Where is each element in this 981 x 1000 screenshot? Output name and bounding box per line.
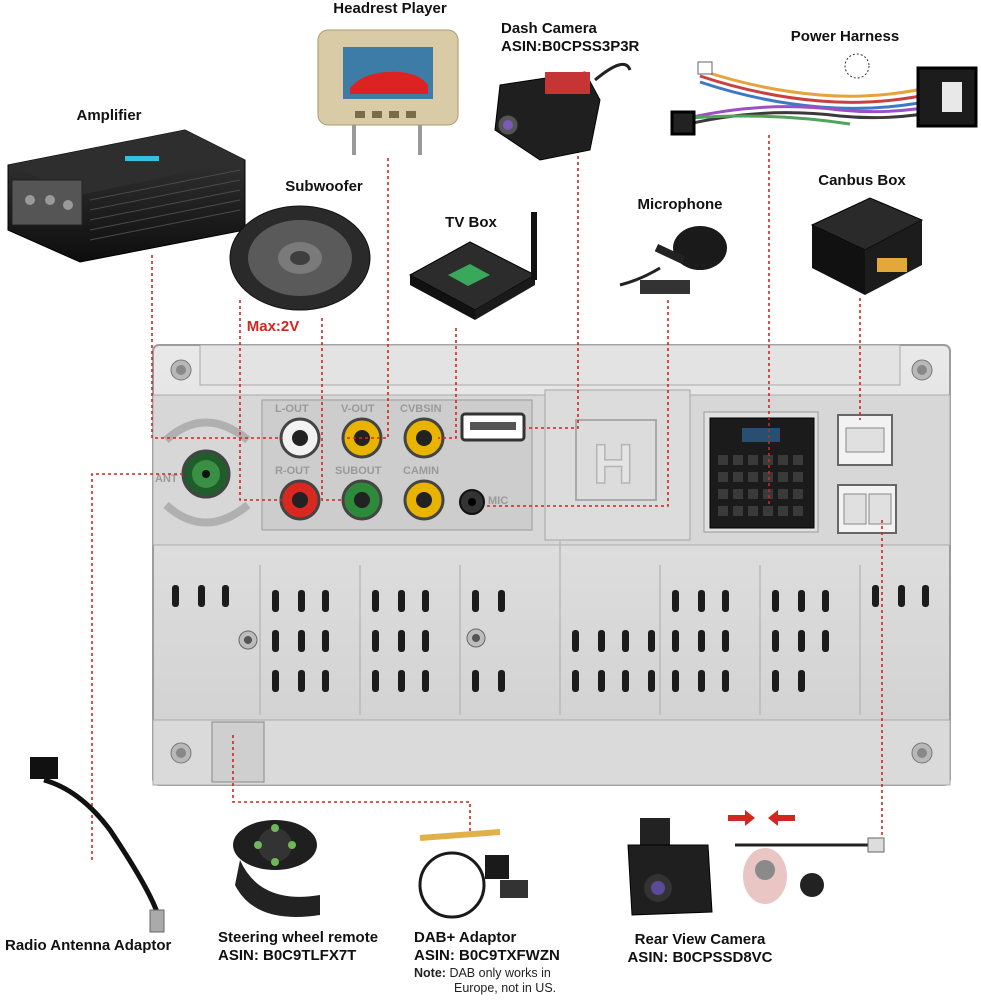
- port-label-l-out: L-OUT: [275, 403, 309, 415]
- rear-camera-title: Rear View Camera: [634, 931, 766, 948]
- port-label-subout: SUBOUT: [335, 465, 382, 477]
- dab-note-label: Note:: [414, 966, 446, 980]
- radio-antenna-label: Radio Antenna Adaptor: [5, 937, 172, 954]
- head-unit-panel: [152, 344, 951, 786]
- usb-port: [460, 412, 526, 442]
- amplifier-label: Amplifier: [76, 107, 142, 124]
- dab-adaptor-title: DAB+ Adaptor: [414, 929, 517, 946]
- subwoofer-label: Subwoofer: [285, 178, 363, 195]
- dab-note: Note: DAB only works in Europe, not in U…: [414, 966, 556, 996]
- rca-l-out: [279, 417, 321, 459]
- port-label-cvbsin: CVBSIN: [400, 403, 442, 415]
- port-label-r-out: R-OUT: [275, 465, 310, 477]
- tv-box-label: TV Box: [445, 214, 497, 231]
- antenna-port: [163, 418, 251, 527]
- port-label-camin: CAMIN: [403, 465, 439, 477]
- dab-adaptor-image: [418, 829, 528, 919]
- canbus-box-label: Canbus Box: [818, 172, 906, 189]
- harness-socket: [709, 417, 815, 529]
- rca-r-out: [279, 479, 321, 521]
- subwoofer-voltage-note: Max:2V: [246, 318, 300, 335]
- rca-cvbsin: [403, 417, 445, 459]
- dash-camera-asin: ASIN:B0CPSS3P3R: [501, 38, 640, 55]
- rear-camera-image: [627, 810, 885, 916]
- dash-camera-image: [494, 62, 632, 161]
- canbus-box-image: [810, 197, 924, 295]
- connector-lines: [91, 135, 883, 860]
- mic-jack: [459, 489, 485, 515]
- steering-remote-title: Steering wheel remote: [218, 929, 379, 946]
- rca-camin: [403, 479, 445, 521]
- radio-antenna-image: [30, 757, 165, 933]
- subwoofer-image: [229, 205, 371, 311]
- dab-note-text-1: DAB only works in: [449, 966, 551, 980]
- camera-socket: [837, 484, 897, 534]
- headrest-player-label: Headrest Player: [333, 0, 447, 17]
- port-label-v-out: V-OUT: [341, 403, 375, 415]
- rear-camera-label: Rear View Camera ASIN: B0CPSSD8VC: [627, 931, 772, 967]
- rca-subout: [341, 479, 383, 521]
- power-harness-image: [670, 53, 978, 136]
- microphone-image: [619, 226, 727, 294]
- dab-adaptor-label: DAB+ Adaptor ASIN: B0C9TXFWZN: [414, 929, 560, 965]
- steering-remote-image: [233, 820, 320, 917]
- rear-camera-asin: ASIN: B0CPSSD8VC: [627, 949, 773, 966]
- dab-adaptor-asin: ASIN: B0C9TXFWZN: [414, 947, 560, 964]
- amplifier-image: [7, 129, 246, 263]
- tv-box-image: [408, 212, 537, 320]
- power-harness-label: Power Harness: [790, 28, 900, 45]
- h-mark: H: [593, 432, 633, 495]
- microphone-label: Microphone: [637, 196, 723, 213]
- panel-clip: [211, 721, 265, 783]
- port-label-mic: MIC: [488, 495, 508, 507]
- headrest-player-image: [317, 29, 459, 155]
- dash-camera-label: Dash Camera ASIN:B0CPSS3P3R: [501, 20, 639, 56]
- port-label-ant: ANT: [155, 473, 178, 485]
- steering-remote-asin: ASIN: B0C9TLFX7T: [218, 947, 357, 964]
- dab-note-text-2: Europe, not in US.: [454, 981, 557, 995]
- dash-camera-title: Dash Camera: [501, 20, 597, 37]
- steering-remote-label: Steering wheel remote ASIN: B0C9TLFX7T: [218, 929, 378, 965]
- canbus-socket: [837, 414, 893, 466]
